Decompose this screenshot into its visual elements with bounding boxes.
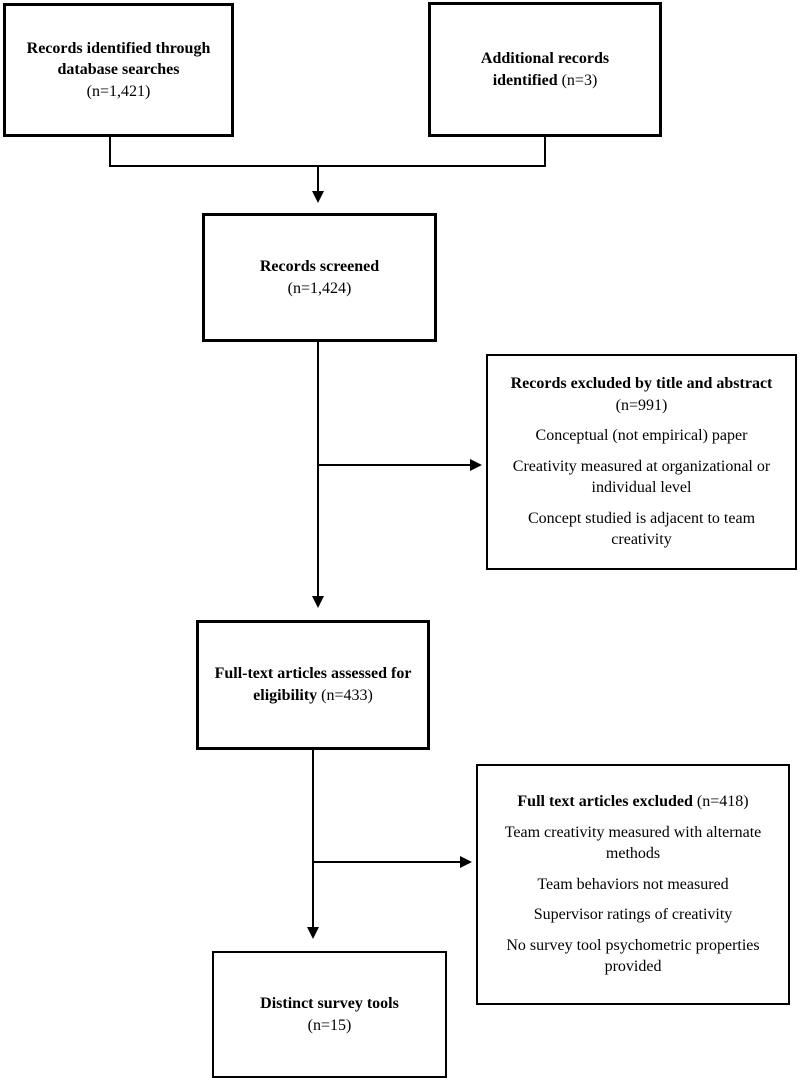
records-excluded-count: (n=991) bbox=[615, 396, 668, 414]
box-fulltext-assessed-label: Full-text articles assessed for eligibil… bbox=[213, 663, 413, 706]
records-excluded-text: Records excluded by title and abstract bbox=[510, 374, 773, 392]
distinct-survey-tools-text: Distinct survey tools bbox=[260, 994, 399, 1012]
box-fulltext-excluded: Full text articles excluded (n=418) Team… bbox=[476, 764, 790, 1005]
fulltext-assessed-text: Full-text articles assessed for eligibil… bbox=[214, 665, 412, 704]
box-records-identified: Records identified through database sear… bbox=[3, 3, 234, 137]
box-distinct-survey-tools: Distinct survey tools (n=15) bbox=[212, 951, 447, 1078]
additional-records-count: (n=3) bbox=[561, 71, 598, 89]
fulltext-excluded-text: Full text articles excluded bbox=[517, 792, 693, 810]
exclusion-reason: Supervisor ratings of creativity bbox=[533, 906, 733, 924]
records-identified-text: Records identified through database sear… bbox=[26, 39, 211, 79]
distinct-survey-tools-count: (n=15) bbox=[307, 1016, 352, 1034]
exclusion-reason: No survey tool psychometric properties p… bbox=[506, 936, 760, 976]
records-screened-count: (n=1,424) bbox=[287, 279, 352, 297]
fulltext-excluded-count: (n=418) bbox=[696, 792, 749, 810]
exclusion-reason: Concept studied is adjacent to team crea… bbox=[527, 509, 756, 549]
box-fulltext-excluded-title: Full text articles excluded (n=418) bbox=[517, 791, 748, 813]
exclusion-reason: Creativity measured at organizational or… bbox=[512, 457, 771, 497]
exclusion-reason: Team creativity measured with alternate … bbox=[504, 823, 762, 863]
box-additional-records-label: Additional records identified (n=3) bbox=[451, 48, 639, 91]
fulltext-assessed-count: (n=433) bbox=[321, 687, 373, 704]
records-identified-count: (n=1,421) bbox=[86, 82, 151, 100]
box-records-excluded-title: Records excluded by title and abstract (… bbox=[498, 373, 785, 416]
records-screened-text: Records screened bbox=[259, 257, 380, 275]
box-records-identified-label: Records identified through database sear… bbox=[26, 38, 211, 103]
box-fulltext-assessed: Full-text articles assessed for eligibil… bbox=[196, 620, 430, 750]
exclusion-reason: Team behaviors not measured bbox=[537, 875, 729, 893]
box-records-excluded: Records excluded by title and abstract (… bbox=[486, 354, 797, 570]
box-records-screened-label: Records screened (n=1,424) bbox=[260, 256, 379, 299]
box-distinct-survey-tools-label: Distinct survey tools (n=15) bbox=[260, 993, 399, 1036]
box-records-screened: Records screened (n=1,424) bbox=[202, 213, 437, 342]
additional-records-text: Additional records identified bbox=[480, 49, 610, 89]
exclusion-reason: Conceptual (not empirical) paper bbox=[535, 427, 748, 445]
box-additional-records: Additional records identified (n=3) bbox=[428, 2, 662, 137]
